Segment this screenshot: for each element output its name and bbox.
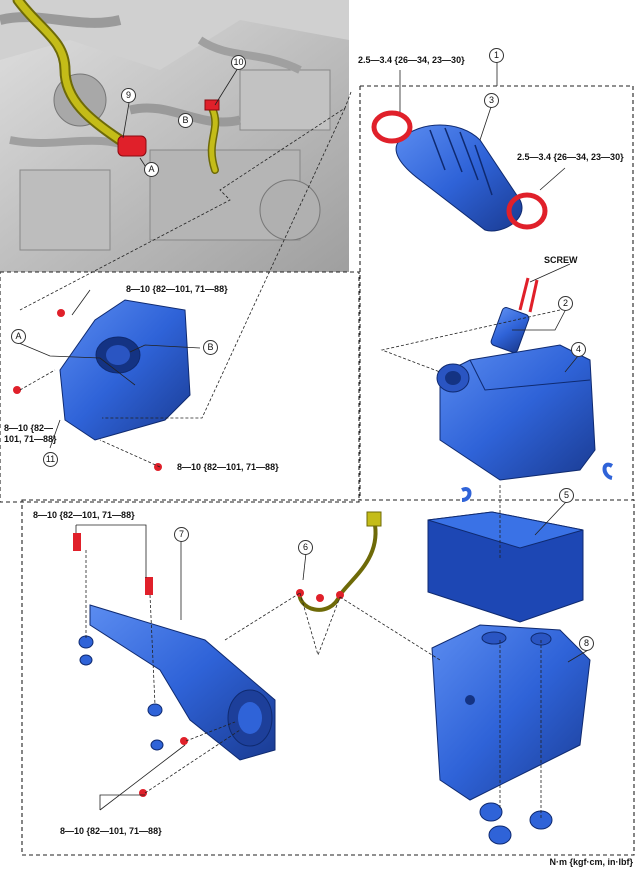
duct-clamp-upper <box>371 110 413 144</box>
air-cleaner-case <box>431 624 591 801</box>
callout-11: 11 <box>43 452 58 467</box>
rubber-mount <box>479 802 503 822</box>
screw-label: SCREW <box>544 255 578 265</box>
callout-5: 5 <box>559 488 574 503</box>
callout-1: 1 <box>489 48 504 63</box>
callout-6: 6 <box>298 540 313 555</box>
marker-a-engine: A <box>144 162 159 177</box>
air-filter-element <box>427 511 584 623</box>
fresh-air-duct <box>395 124 523 232</box>
air-cleaner-bracket <box>59 299 191 441</box>
marker-b-bracket: B <box>203 340 218 355</box>
callout-3: 3 <box>484 93 499 108</box>
torque-label-bracket-lower: 8—10 {82—101, 71—88} <box>177 462 279 472</box>
callout-9: 9 <box>121 88 136 103</box>
leader-lines <box>18 62 589 820</box>
marker-a-bracket: A <box>11 329 26 344</box>
units-note: N·m {kgf·cm, in·lbf} <box>549 857 633 867</box>
torque-label-tube-lower: 8—10 {82—101, 71—88} <box>60 826 162 836</box>
upper-assembly-frame <box>359 85 634 500</box>
callout-7: 7 <box>174 527 189 542</box>
callout-2: 2 <box>558 296 573 311</box>
torque-label-bracket-upper: 8—10 {82—101, 71—88} <box>126 284 228 294</box>
air-cleaner-cover <box>436 344 596 481</box>
tube-bolt <box>73 533 81 551</box>
maf-sensor <box>490 277 539 353</box>
air-intake-tube <box>89 604 276 761</box>
duct-clamp-lower <box>506 192 548 230</box>
marker-b-engine: B <box>178 113 193 128</box>
engine-bay-illustration <box>0 0 349 272</box>
callout-8: 8 <box>579 636 594 651</box>
torque-label-duct-clamp-lower: 2.5—3.4 {26—34, 23—30} <box>517 152 624 162</box>
cover-clip <box>461 487 472 502</box>
torque-label-tube-upper: 8—10 {82—101, 71—88} <box>33 510 135 520</box>
hose-clip <box>117 135 147 157</box>
bracket-bolt <box>57 309 65 317</box>
callout-4: 4 <box>571 342 586 357</box>
torque-label-bracket-side: 8—10 {82—101, 71—88} <box>4 423 57 444</box>
torque-label-duct-clamp-upper: 2.5—3.4 {26—34, 23—30} <box>358 55 465 65</box>
callout-10: 10 <box>231 55 246 70</box>
